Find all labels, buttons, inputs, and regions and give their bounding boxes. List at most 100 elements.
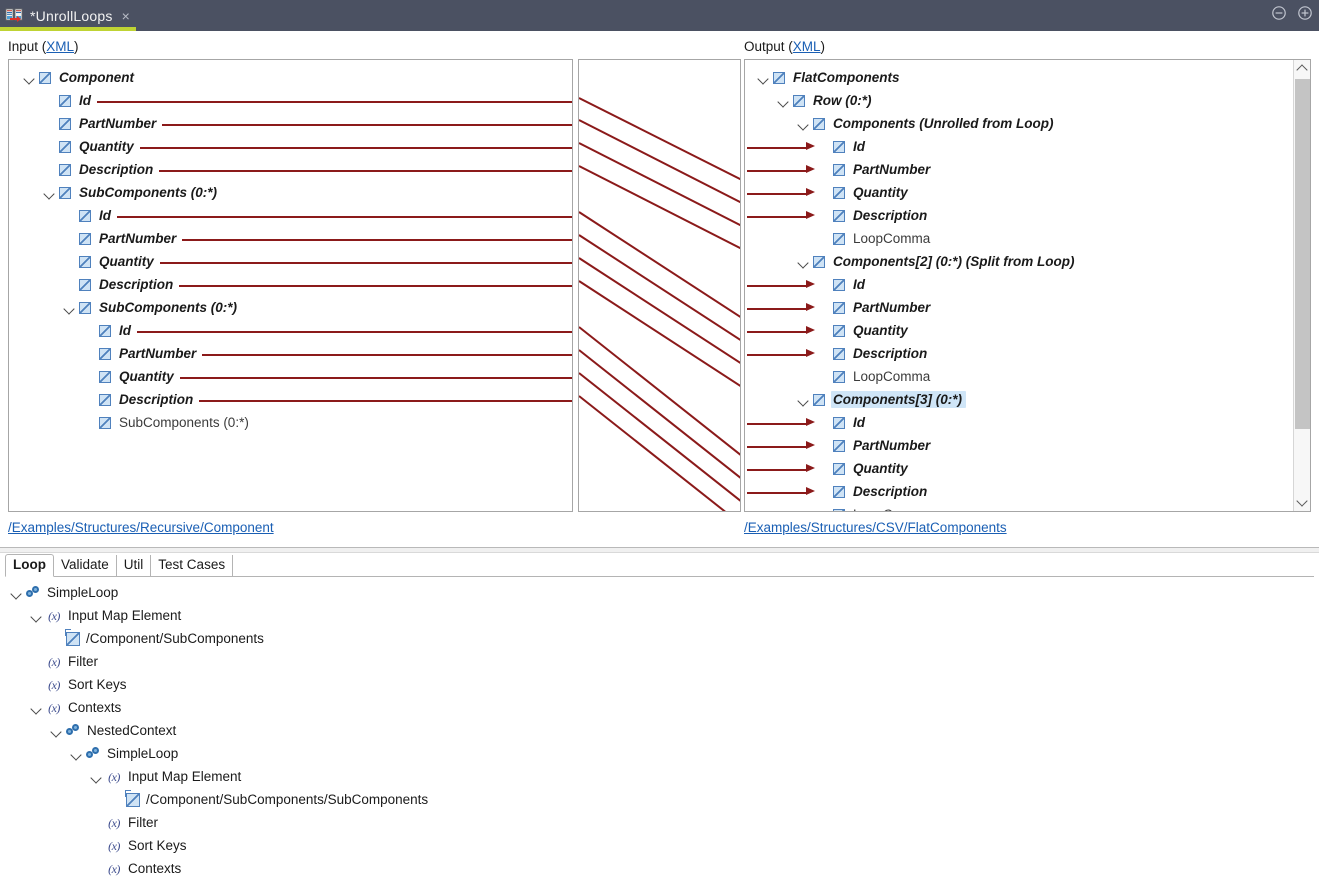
- output-tree-node[interactable]: Id: [745, 135, 1310, 158]
- loop-tree-node[interactable]: (x)Contexts: [0, 857, 1319, 880]
- output-tree-node-selected[interactable]: Components[3] (0:*): [745, 388, 1310, 411]
- loop-tree-node[interactable]: /Component/SubComponents/SubComponents: [0, 788, 1319, 811]
- chevron-down-icon[interactable]: [10, 586, 23, 599]
- tab-util[interactable]: Util: [117, 555, 152, 576]
- output-tree-node[interactable]: PartNumber: [745, 434, 1310, 457]
- loop-tree-node[interactable]: SimpleLoop: [0, 581, 1319, 604]
- input-tree-node[interactable]: Id: [9, 204, 572, 227]
- input-label-paren: ): [74, 39, 79, 54]
- chevron-down-icon[interactable]: [23, 71, 36, 84]
- output-tree-node[interactable]: Quantity: [745, 457, 1310, 480]
- output-tree-node[interactable]: PartNumber: [745, 296, 1310, 319]
- output-tree-node[interactable]: Quantity: [745, 181, 1310, 204]
- tab-test-cases[interactable]: Test Cases: [151, 555, 234, 576]
- loop-tree-node[interactable]: (x)Filter: [0, 650, 1319, 673]
- loop-tree-node[interactable]: NestedContext: [0, 719, 1319, 742]
- mapping-arrow-head-icon: [806, 441, 815, 449]
- input-tree-node[interactable]: Id: [9, 89, 572, 112]
- tree-spacer: [817, 324, 830, 337]
- close-icon[interactable]: ×: [121, 7, 130, 24]
- output-structure-path-link[interactable]: /Examples/Structures/CSV/FlatComponents: [744, 520, 1007, 535]
- chevron-down-icon[interactable]: [797, 393, 810, 406]
- input-tree-node[interactable]: SubComponents (0:*): [9, 296, 572, 319]
- output-tree-node-label: Description: [853, 208, 928, 223]
- input-tree-node[interactable]: Description: [9, 158, 572, 181]
- loop-tree-node[interactable]: (x)Sort Keys: [0, 834, 1319, 857]
- loop-tree-node[interactable]: (x)Filter: [0, 811, 1319, 834]
- input-tree-node[interactable]: Quantity: [9, 250, 572, 273]
- editor-tab-unrollloops[interactable]: *UnrollLoops ×: [0, 0, 136, 31]
- output-tree-scrollbar[interactable]: [1293, 60, 1310, 511]
- scroll-up-icon[interactable]: [1294, 60, 1310, 77]
- scroll-down-icon[interactable]: [1294, 494, 1310, 511]
- chevron-down-icon[interactable]: [777, 94, 790, 107]
- fx-expression-icon: (x): [108, 861, 120, 876]
- circle-plus-icon[interactable]: [1297, 5, 1313, 21]
- input-structure-path-link[interactable]: /Examples/Structures/Recursive/Component: [8, 520, 274, 535]
- output-tree-node[interactable]: Components[2] (0:*) (Split from Loop): [745, 250, 1310, 273]
- input-tree-node[interactable]: PartNumber: [9, 227, 572, 250]
- output-tree-node[interactable]: LoopComma: [745, 503, 1310, 511]
- loop-tree-node[interactable]: (x)Input Map Element: [0, 765, 1319, 788]
- output-tree-node[interactable]: Description: [745, 480, 1310, 503]
- output-tree-node[interactable]: LoopComma: [745, 227, 1310, 250]
- input-tree-node[interactable]: SubComponents (0:*): [9, 411, 572, 434]
- input-tree-node[interactable]: Quantity: [9, 365, 572, 388]
- input-tree-node[interactable]: Description: [9, 273, 572, 296]
- xml-element-icon: [833, 416, 845, 429]
- fx-expression-icon: (x): [48, 677, 60, 692]
- loop-icon: [26, 585, 41, 600]
- connector-canvas[interactable]: [578, 59, 741, 512]
- input-xml-link[interactable]: XML: [46, 39, 75, 54]
- output-tree-node[interactable]: LoopComma: [745, 365, 1310, 388]
- output-tree-node[interactable]: Description: [745, 204, 1310, 227]
- loop-tree-node[interactable]: (x) Sort Keys: [0, 673, 1319, 696]
- chevron-down-icon[interactable]: [43, 186, 56, 199]
- tree-spacer: [30, 678, 43, 691]
- panel-splitter[interactable]: [0, 547, 1319, 553]
- tab-validate[interactable]: Validate: [54, 555, 117, 576]
- input-tree-node[interactable]: PartNumber: [9, 112, 572, 135]
- circle-minus-icon[interactable]: [1271, 5, 1287, 21]
- loop-tree-node[interactable]: SimpleLoop: [0, 742, 1319, 765]
- chevron-down-icon[interactable]: [757, 71, 770, 84]
- loop-tree-node-label: Sort Keys: [68, 677, 127, 692]
- input-tree-node[interactable]: Quantity: [9, 135, 572, 158]
- output-tree-node[interactable]: Components (Unrolled from Loop): [745, 112, 1310, 135]
- chevron-down-icon[interactable]: [30, 609, 43, 622]
- output-tree-node[interactable]: Quantity: [745, 319, 1310, 342]
- output-tree-node[interactable]: Row (0:*): [745, 89, 1310, 112]
- tree-spacer: [817, 186, 830, 199]
- loop-tree-node[interactable]: (x)Contexts: [0, 696, 1319, 719]
- input-tree-node[interactable]: PartNumber: [9, 342, 572, 365]
- input-tree-node[interactable]: Component: [9, 66, 572, 89]
- chevron-down-icon[interactable]: [797, 255, 810, 268]
- output-tree-node[interactable]: Description: [745, 342, 1310, 365]
- output-tree-node[interactable]: Id: [745, 273, 1310, 296]
- chevron-down-icon[interactable]: [90, 770, 103, 783]
- output-tree-node[interactable]: Id: [745, 411, 1310, 434]
- chevron-down-icon[interactable]: [70, 747, 83, 760]
- output-tree-node[interactable]: FlatComponents: [745, 66, 1310, 89]
- output-node-label-wrap: Id: [851, 276, 869, 293]
- chevron-down-icon[interactable]: [797, 117, 810, 130]
- mapping-connector-line: [158, 250, 572, 273]
- tab-loop[interactable]: Loop: [5, 554, 54, 577]
- chevron-down-icon[interactable]: [63, 301, 76, 314]
- scrollbar-thumb[interactable]: [1295, 79, 1310, 429]
- output-tree-node[interactable]: PartNumber: [745, 158, 1310, 181]
- input-tree-node[interactable]: Description: [9, 388, 572, 411]
- input-tree-node[interactable]: SubComponents (0:*): [9, 181, 572, 204]
- output-xml-link[interactable]: XML: [792, 39, 821, 54]
- chevron-down-icon[interactable]: [50, 724, 63, 737]
- input-node-label-wrap: Description: [117, 391, 197, 408]
- chevron-down-icon[interactable]: [30, 701, 43, 714]
- loop-tree-node[interactable]: (x)Input Map Element: [0, 604, 1319, 627]
- input-tree-node[interactable]: Id: [9, 319, 572, 342]
- xml-element-icon: [833, 462, 845, 475]
- loop-tree-node[interactable]: /Component/SubComponents: [0, 627, 1319, 650]
- output-tree-node-label: Id: [853, 277, 865, 292]
